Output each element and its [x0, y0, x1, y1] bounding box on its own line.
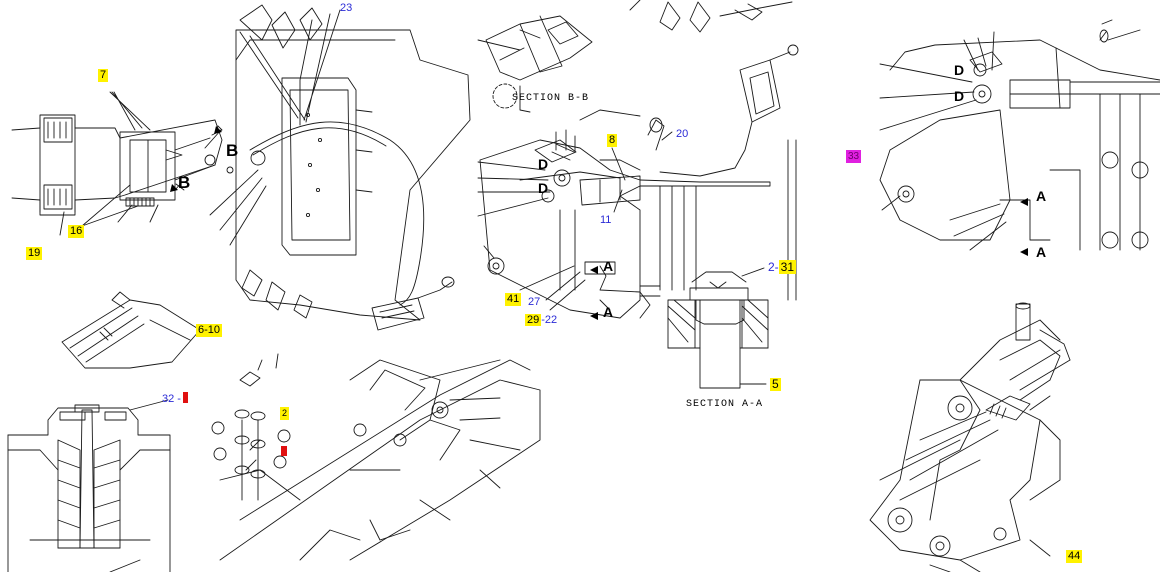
callout-16: 16 [68, 225, 85, 238]
callout-20: 20 [676, 128, 689, 140]
callout-31: 31 [778, 260, 797, 274]
callout-44: 44 [1066, 550, 1083, 563]
callout-23: 23 [340, 2, 353, 14]
section-arrows [170, 126, 1028, 320]
callout-27: 27 [528, 296, 541, 308]
bolt-section-view [7, 399, 171, 572]
joint-detail-view [11, 91, 234, 236]
section-mark-b-bottom: B [178, 173, 191, 192]
callout-29: 29 [525, 314, 542, 326]
section-mark-d1: D [538, 156, 549, 172]
upper-fragments [629, 0, 793, 33]
callout-5: 5 [770, 377, 781, 391]
section-mark-a1: A [603, 258, 614, 274]
callout-41: 41 [505, 293, 522, 306]
section-mark-d2: D [538, 180, 549, 196]
center-assembly-view [477, 44, 799, 319]
callout-19: 19 [26, 247, 43, 260]
pin-closeup-view [61, 291, 201, 369]
callout-2-prefix: 2- [768, 260, 779, 274]
section-bb-view [477, 15, 593, 113]
callout-11: 11 [600, 214, 612, 226]
section-mark-d4: D [954, 88, 965, 104]
red-marker-2 [281, 446, 287, 456]
callout-32: 32 - [162, 392, 188, 406]
section-bb-title: SECTION B-B [512, 93, 590, 104]
section-aa-view [667, 267, 769, 389]
callout-6-10: 6-10 [196, 324, 223, 337]
callout-33: 33 [846, 150, 862, 163]
section-aa-title: SECTION A-A [686, 399, 764, 410]
section-mark-a3: A [1036, 188, 1047, 204]
arm-detail-view [209, 4, 471, 331]
callout-8: 8 [607, 134, 618, 147]
section-mark-a2: A [603, 304, 614, 320]
callout-29-22: 29-22 [525, 314, 557, 327]
section-mark-a4: A [1036, 244, 1047, 260]
callout-22: -22 [541, 314, 558, 326]
red-marker [182, 392, 188, 403]
callout-7: 7 [98, 69, 109, 82]
right-bottom-view [869, 302, 1071, 572]
right-top-view [879, 19, 1160, 251]
section-mark-b-top: B [226, 141, 239, 160]
callout-2-31: 2-31 [768, 260, 797, 274]
callout-2: 2 [280, 407, 290, 420]
frame-iso-view [211, 353, 541, 561]
section-mark-d3: D [954, 62, 965, 78]
